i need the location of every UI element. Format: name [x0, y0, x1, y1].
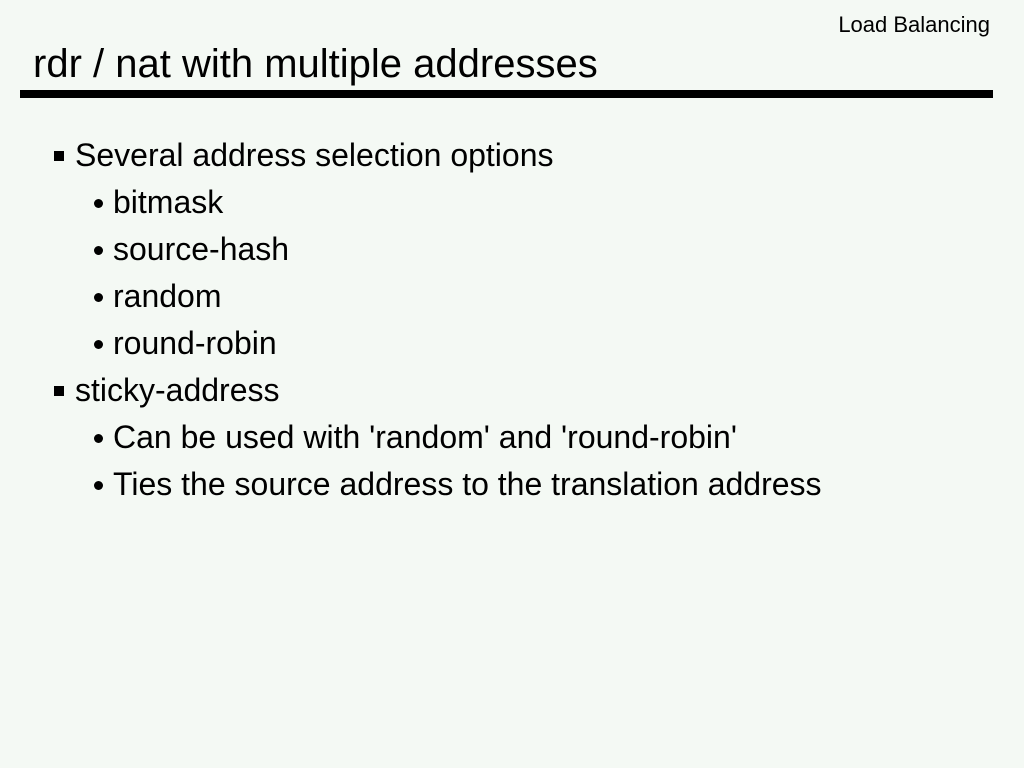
- disc-bullet-icon: [94, 340, 103, 349]
- page-title: rdr / nat with multiple addresses: [33, 42, 598, 86]
- list-item-label: Can be used with 'random' and 'round-rob…: [113, 419, 737, 455]
- list-item: round-robin: [0, 320, 1024, 367]
- list-item: Ties the source address to the translati…: [0, 461, 1024, 508]
- square-bullet-icon: [54, 385, 64, 396]
- disc-bullet-icon: [94, 199, 103, 208]
- bullet-list: Several address selection options bitmask…: [0, 132, 1024, 508]
- list-item-label: Several address selection options: [75, 137, 554, 173]
- list-item: Several address selection options: [0, 132, 1024, 179]
- list-item-label: source-hash: [113, 231, 290, 267]
- list-item: sticky-address: [0, 367, 1024, 414]
- disc-bullet-icon: [94, 246, 103, 255]
- slide-context-label: Load Balancing: [838, 12, 990, 37]
- list-item-label: Ties the source address to the translati…: [113, 466, 822, 502]
- list-item-label: random: [113, 278, 222, 314]
- list-item-label: bitmask: [113, 184, 224, 220]
- list-item-label: sticky-address: [75, 372, 280, 408]
- list-item: Can be used with 'random' and 'round-rob…: [0, 414, 1024, 461]
- list-item: bitmask: [0, 179, 1024, 226]
- disc-bullet-icon: [94, 481, 103, 490]
- disc-bullet-icon: [94, 434, 103, 443]
- list-item: source-hash: [0, 226, 1024, 273]
- list-item-label: round-robin: [113, 325, 277, 361]
- disc-bullet-icon: [94, 293, 103, 302]
- square-bullet-icon: [54, 150, 64, 161]
- title-underline: [20, 90, 993, 98]
- list-item: random: [0, 273, 1024, 320]
